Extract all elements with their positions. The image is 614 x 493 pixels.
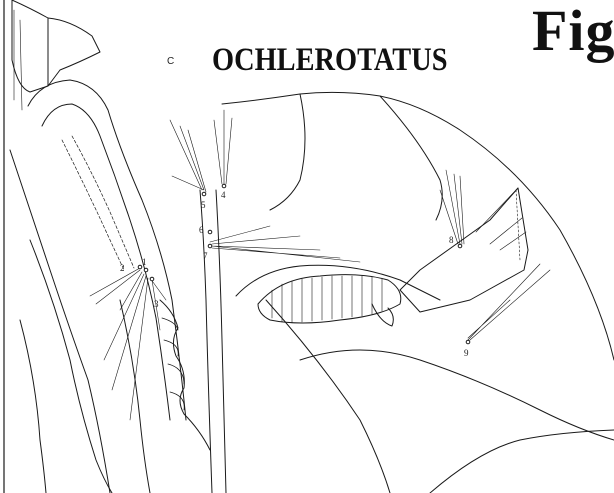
spiracle-hook xyxy=(372,304,393,326)
lower-curve-3 xyxy=(430,430,614,493)
seta-label-7: 7 xyxy=(203,252,208,261)
wing-base-dashes xyxy=(516,190,520,260)
coxa-outline xyxy=(160,300,210,450)
wing-base-veins xyxy=(476,188,526,250)
mesothorax-upper-outline xyxy=(222,92,614,360)
marker-9 xyxy=(466,340,470,344)
neck-dashed-line-2 xyxy=(72,136,134,268)
setae-cluster-1 xyxy=(90,268,166,420)
marker-6 xyxy=(208,230,212,234)
pleuron-curve-4 xyxy=(120,300,150,493)
scutum-outline xyxy=(12,0,48,92)
scutum-striae xyxy=(14,10,22,110)
setae-cluster-5 xyxy=(468,264,550,340)
neck-dashed-line xyxy=(62,140,124,270)
lower-curve-2 xyxy=(300,350,614,440)
lower-curve-1 xyxy=(266,300,390,493)
marker-4 xyxy=(222,184,226,188)
seta-label-4: 4 xyxy=(221,191,226,200)
seta-label-9: 9 xyxy=(464,349,469,358)
marker-7 xyxy=(208,244,212,248)
seta-label-6: 6 xyxy=(199,226,204,235)
seta-label-1: 1 xyxy=(142,258,147,267)
setae-cluster-2 xyxy=(170,110,232,192)
setae-cluster-4 xyxy=(440,170,464,244)
central-column-left xyxy=(200,190,212,493)
marker-5 xyxy=(202,192,206,196)
seta-label-8: 8 xyxy=(449,236,454,245)
seta-label-2: 2 xyxy=(120,264,125,273)
pleuron-curve-3 xyxy=(20,320,46,493)
scutal-lobe xyxy=(48,18,100,86)
figure-title: Fig xyxy=(532,2,614,60)
seta-label-3: 3 xyxy=(154,300,159,309)
marker-3 xyxy=(150,277,154,281)
marker-8 xyxy=(458,244,462,248)
marker-1 xyxy=(144,268,148,272)
seta-label-5: 5 xyxy=(201,201,206,210)
mesothorax-ridge xyxy=(270,94,305,210)
genus-name: OCHLEROTATUS xyxy=(212,44,448,77)
panel-letter: C xyxy=(167,56,174,67)
central-column-right xyxy=(216,190,226,493)
pleuron-curve-1 xyxy=(10,150,110,493)
neck-inner-curve xyxy=(42,104,170,420)
neck-outer-curve xyxy=(28,80,186,420)
setae-cluster-3 xyxy=(210,226,360,262)
wing-base xyxy=(400,188,528,312)
